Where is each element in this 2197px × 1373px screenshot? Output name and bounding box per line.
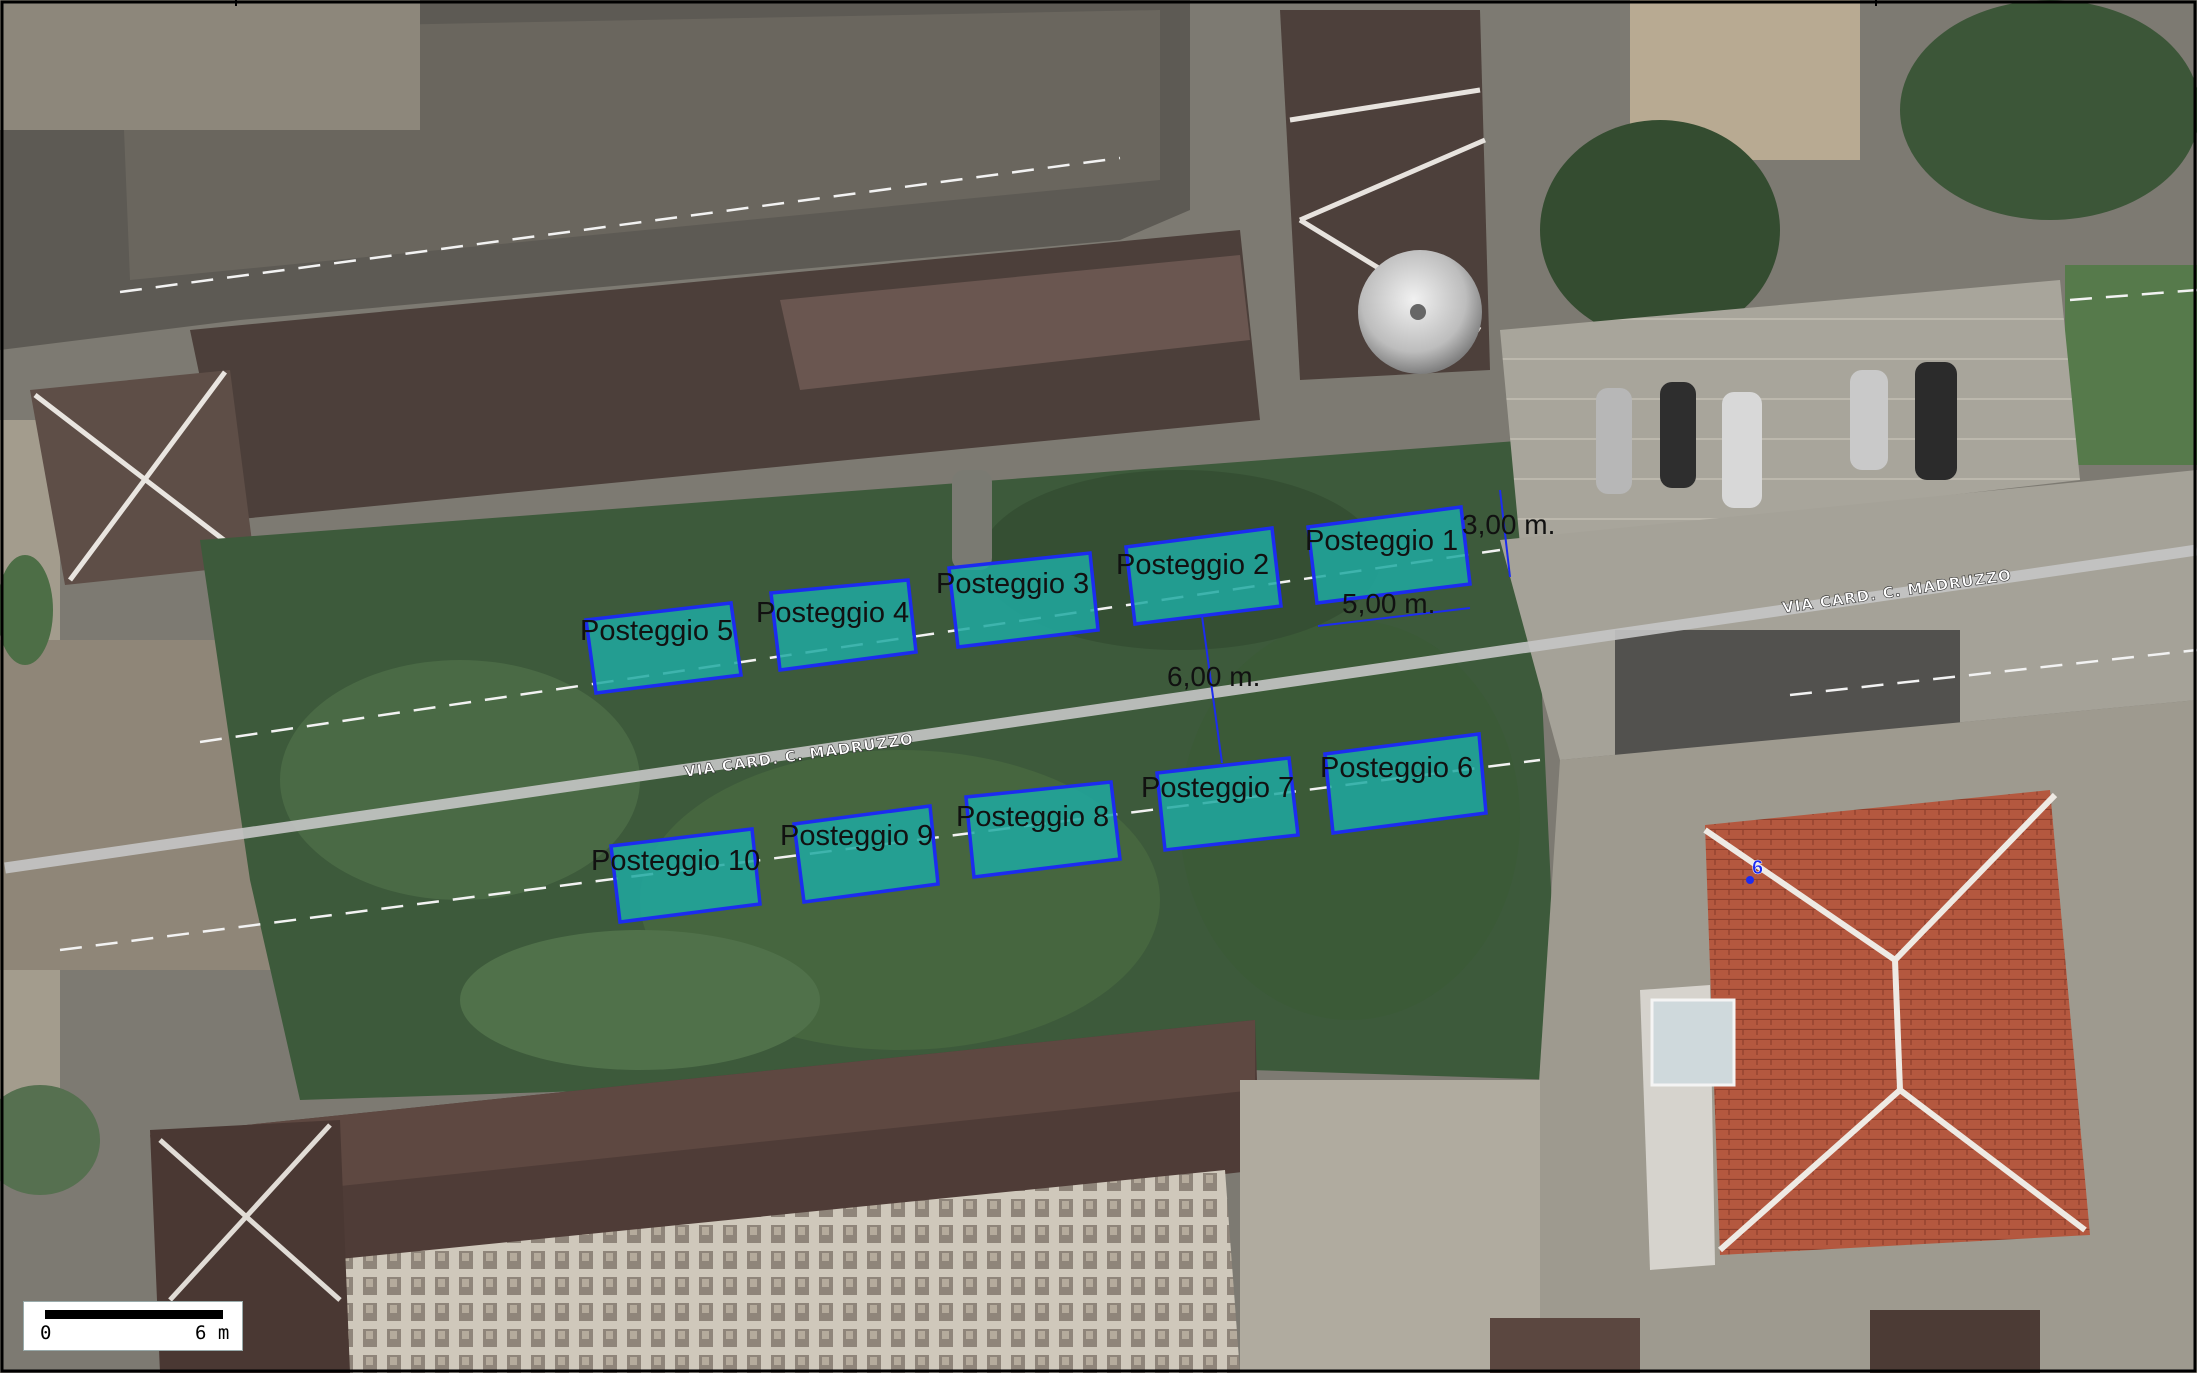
house-number-point xyxy=(1746,876,1754,884)
bell-tower-dome-top xyxy=(1410,304,1426,320)
south-small-roof xyxy=(1490,1318,1640,1373)
stall-7[interactable]: Posteggio 7 xyxy=(1141,756,1300,852)
stall-10-label: Posteggio 10 xyxy=(591,845,760,877)
scale-bar-start-label: 0 xyxy=(40,1322,52,1344)
scale-bar-line xyxy=(45,1310,223,1319)
stall-8-area[interactable] xyxy=(964,780,1122,879)
parked-car-3 xyxy=(1722,392,1762,508)
stall-2[interactable]: Posteggio 2 xyxy=(1116,526,1283,626)
stall-5[interactable]: Posteggio 5 xyxy=(580,601,743,695)
stall-6[interactable]: Posteggio 6 xyxy=(1320,732,1488,835)
stall-6-label: Posteggio 6 xyxy=(1320,752,1473,784)
scale-bar: 0 6 m xyxy=(23,1301,243,1351)
tree-north-far xyxy=(1900,0,2197,220)
tree-west xyxy=(0,555,53,665)
parked-car-west xyxy=(952,470,992,570)
stall-3-label: Posteggio 3 xyxy=(936,568,1089,600)
street-edge-east xyxy=(1789,648,2197,697)
stall-9-area[interactable] xyxy=(792,804,940,904)
dimension-label-depth: 3,00 m. xyxy=(1462,509,1555,540)
southeast-skylight xyxy=(1650,998,1736,1087)
parked-car-2 xyxy=(1660,382,1696,488)
stall-3[interactable]: Posteggio 3 xyxy=(936,551,1100,649)
south-cemetery-graves xyxy=(330,1170,1240,1373)
stall-2-label: Posteggio 2 xyxy=(1116,549,1269,581)
dimension-label-aisle: 6,00 m. xyxy=(1167,661,1260,692)
stall-8-label: Posteggio 8 xyxy=(956,801,1109,833)
street-edge-north xyxy=(119,156,1121,294)
tree-south-west xyxy=(0,1085,100,1195)
stall-3-area[interactable] xyxy=(947,551,1100,649)
stall-2-area[interactable] xyxy=(1124,526,1283,626)
stall-4-label: Posteggio 4 xyxy=(756,597,909,629)
dimension-line-aisle xyxy=(1201,615,1223,764)
lawn-east xyxy=(2065,265,2197,465)
south-building-roof-upper xyxy=(150,1020,1255,1205)
stall-4[interactable]: Posteggio 4 xyxy=(756,578,918,672)
church-west-facade-lines xyxy=(33,370,252,582)
dimension-line-depth xyxy=(1499,489,1511,578)
stall-7-area[interactable] xyxy=(1155,756,1300,852)
north-top-light-area xyxy=(0,0,420,130)
stall-5-label: Posteggio 5 xyxy=(580,615,733,647)
stall-1-label: Posteggio 1 xyxy=(1305,525,1458,557)
southeast-building-ridges xyxy=(1703,792,2087,1253)
street-centerline-main xyxy=(4,544,2197,874)
stall-9[interactable]: Posteggio 9 xyxy=(780,804,940,904)
parked-car-4 xyxy=(1850,370,1888,470)
stall-1[interactable]: Posteggio 1 xyxy=(1305,505,1472,605)
tree-cluster-1 xyxy=(280,660,640,900)
stall-4-area[interactable] xyxy=(769,578,918,672)
stall-9-label: Posteggio 9 xyxy=(780,820,933,852)
south-far-roof xyxy=(1870,1310,2040,1373)
street-edge-east-top xyxy=(2069,288,2197,302)
church-roof-light xyxy=(780,255,1250,390)
stall-1-area[interactable] xyxy=(1306,505,1472,605)
house-number: 6 xyxy=(1752,857,1763,879)
stall-6-area[interactable] xyxy=(1323,732,1488,835)
stall-10[interactable]: Posteggio 10 xyxy=(591,827,762,924)
stall-10-area[interactable] xyxy=(609,827,762,924)
scale-bar-end-label: 6 m xyxy=(195,1322,230,1344)
stall-5-area[interactable] xyxy=(584,601,743,695)
tree-cluster-5 xyxy=(460,930,820,1070)
parked-car-1 xyxy=(1596,388,1632,494)
parked-car-5 xyxy=(1915,362,1957,480)
stall-7-label: Posteggio 7 xyxy=(1141,772,1294,804)
dimension-line-width xyxy=(1317,607,1471,627)
stall-8[interactable]: Posteggio 8 xyxy=(956,780,1122,879)
south-west-chapel-ridge xyxy=(158,1123,342,1302)
tree-north-east xyxy=(1540,120,1780,340)
dimension-label-width: 5,00 m. xyxy=(1342,588,1435,619)
